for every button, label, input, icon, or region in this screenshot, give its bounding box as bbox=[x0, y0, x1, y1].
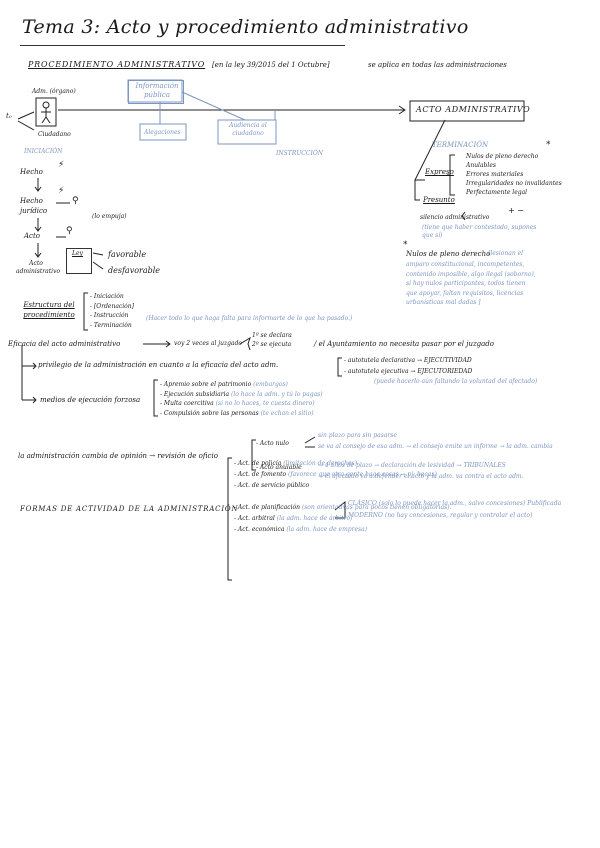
clasico-label: CLÁSICO (solo lo puede hacer la adm., sa… bbox=[348, 500, 561, 507]
acto-nulo-label: - Acto nulo bbox=[256, 440, 289, 447]
expreso-item: Irregularidades no invalidantes bbox=[466, 179, 562, 188]
formas-item-note: (limitación de derechos) bbox=[283, 460, 357, 467]
ciudadano-label: Ciudadano bbox=[38, 131, 71, 138]
estructura-item: - [Ordenación] bbox=[90, 302, 134, 312]
formas-item-text: - Act. económica bbox=[234, 526, 284, 533]
autotutela-declarativa: - autotutela declarativa → EJECUTIVIDAD bbox=[344, 357, 472, 364]
juzgado-label: voy 2 veces al juzgado bbox=[174, 340, 242, 347]
medios-item-note: (te echan el sitio) bbox=[261, 410, 314, 417]
favorable-label: favorable bbox=[108, 250, 146, 259]
alegaciones-label: Alegaciones bbox=[144, 129, 181, 136]
moderno-label: MODERNO (no hay concesiones, regular y c… bbox=[348, 512, 532, 519]
formas-item-text: - Act. de planificación bbox=[234, 504, 300, 511]
medios-item: - Multa coercitiva (si no lo haces, te c… bbox=[160, 399, 323, 409]
ley-label: Ley bbox=[72, 250, 83, 257]
formas-label: FORMAS DE ACTIVIDAD DE LA ADMINISTRACIÓN bbox=[20, 505, 238, 513]
step2-label: 2º se ejecuta bbox=[252, 341, 291, 348]
nulos-line: urbanísticas mal dadas ] bbox=[406, 298, 536, 308]
plus-minus-icon: + − bbox=[508, 206, 524, 215]
formas-item-note: (la adm. hace de árbitro) bbox=[277, 515, 353, 522]
nulos-line: si hay nulos participantes, todos tienen bbox=[406, 279, 536, 289]
eficacia-label: Eficacia del acto administrativo bbox=[8, 340, 120, 348]
medios-label: medios de ejecución forzosa bbox=[40, 396, 140, 404]
nulo-line2: se va al consejo de esa adm. → el consej… bbox=[318, 443, 553, 450]
autotutela-ejecutiva: - autotutela ejecutiva → EJECUTORIEDAD bbox=[344, 368, 472, 375]
medios-item: - Apremio sobre el patrimonio (embargos) bbox=[160, 380, 323, 390]
medios-list: - Apremio sobre el patrimonio (embargos)… bbox=[160, 380, 323, 418]
expreso-item: Perfectamente legal bbox=[466, 188, 562, 197]
ayuntamiento-label: / el Ayuntamiento no necesita pasar por … bbox=[314, 340, 494, 348]
nulo-line1: sin plazo para sin pasarse bbox=[318, 432, 397, 439]
medios-item-text: - Ejecución subsidiaria bbox=[160, 391, 229, 398]
expreso-label: Expreso bbox=[425, 168, 454, 176]
estructura-label: Estructura del procedimiento bbox=[16, 300, 82, 320]
revision-label: la administración cambia de opinión → re… bbox=[18, 452, 218, 460]
acto-admin-label: Acto administrativo bbox=[16, 260, 56, 276]
nulos-line: [lesionan el bbox=[488, 250, 523, 257]
medios-item-note: (lo hace la adm. y tú lo pagas) bbox=[231, 391, 323, 398]
nulos-line: que apoyar, faltan requisitos, licencias bbox=[406, 289, 536, 299]
audiencia-label: Audiencia al ciudadano bbox=[222, 122, 274, 138]
formas-item-text: - Act. de policía bbox=[234, 460, 281, 467]
silencio-note: (tiene que haber contestado, supones que… bbox=[422, 224, 542, 240]
nulos-line: contenido imposible, algo ilegal (soborn… bbox=[406, 270, 536, 280]
estructura-list: - Iniciación - [Ordenación] - Instrucció… bbox=[90, 292, 134, 330]
formas-list: - Act. de policía (limitación de derecho… bbox=[234, 458, 451, 535]
autotutela-note: (puede hacerlo aún faltando la voluntad … bbox=[374, 378, 537, 385]
lightning-icon: ⚡ bbox=[58, 186, 64, 196]
medios-item-note: (si no lo haces, te cuesta dinero) bbox=[216, 400, 315, 407]
expreso-list: Nulos de pleno derecho Anulables Errores… bbox=[466, 152, 562, 197]
step1-label: 1º se declara bbox=[252, 332, 292, 339]
nulos-line: amparo constitucional, incompetentes, bbox=[406, 260, 536, 270]
medios-item-text: - Multa coercitiva bbox=[160, 400, 214, 407]
acto-admin-box-label: ACTO ADMINISTRATIVO bbox=[416, 105, 530, 114]
person-push-icon: ⚲ bbox=[66, 226, 73, 236]
medios-item: - Compulsión sobre las personas (te echa… bbox=[160, 409, 323, 419]
formas-item-text: - Act. de servicio público bbox=[234, 482, 309, 489]
iniciacion-label: INICIACIÓN bbox=[24, 148, 62, 155]
nulos-label: Nulos de pleno derecho bbox=[406, 250, 490, 258]
estructura-item: - Instrucción bbox=[90, 311, 134, 321]
lightning-icon: ⚡ bbox=[58, 160, 64, 170]
estructura-note: (Hacer todo lo que haga falta para infor… bbox=[146, 315, 352, 322]
hecho-label: Hecho bbox=[20, 168, 43, 176]
nulos-details: amparo constitucional, incompetentes, co… bbox=[406, 260, 536, 308]
terminacion-label: TERMINACIÓN bbox=[432, 141, 488, 149]
medios-item: - Ejecución subsidiaria (lo hace la adm.… bbox=[160, 390, 323, 400]
formas-item-text: - Act. arbitral bbox=[234, 515, 275, 522]
medios-item-text: - Compulsión sobre las personas bbox=[160, 410, 259, 417]
estructura-item: - Iniciación bbox=[90, 292, 134, 302]
formas-item-note: (favorece que otra gente haga cosas → pj… bbox=[288, 471, 437, 478]
organo-label: Adm. (órgano) bbox=[32, 88, 76, 95]
formas-item-text: - Act. de fomento bbox=[234, 471, 286, 478]
expreso-item: Errores materiales bbox=[466, 170, 562, 179]
instruccion-label: INSTRUCCIÓN bbox=[276, 150, 323, 157]
asterisk-icon: * bbox=[403, 240, 408, 250]
estructura-item: - Terminación bbox=[90, 321, 134, 331]
person-icon: ⚲ bbox=[72, 196, 79, 206]
t0-label: t₀ bbox=[6, 112, 12, 120]
medios-item-text: - Apremio sobre el patrimonio bbox=[160, 381, 251, 388]
formas-item: - Act. de policía (limitación de derecho… bbox=[234, 458, 451, 469]
presunto-label: Presunto bbox=[423, 196, 455, 204]
expreso-item: Nulos de pleno derecho bbox=[466, 152, 562, 161]
asterisk-icon: * bbox=[546, 140, 551, 150]
info-publica-label: Información pública bbox=[133, 82, 181, 100]
person-body bbox=[41, 108, 51, 123]
medios-item-note: (embargos) bbox=[253, 381, 288, 388]
person-head bbox=[43, 102, 49, 108]
hecho-juridico-label: Hecho jurídico bbox=[20, 196, 54, 216]
privilegio-label: privilegio de la administración en cuant… bbox=[38, 361, 278, 369]
formas-item: - Act. de fomento (favorece que otra gen… bbox=[234, 469, 451, 480]
expreso-item: Anulables bbox=[466, 161, 562, 170]
silencio-label: silencio administrativo bbox=[420, 214, 489, 221]
formas-item: - Act. económica (la adm. hace de empres… bbox=[234, 524, 451, 535]
acto-label: Acto bbox=[24, 232, 40, 240]
desfavorable-label: desfavorable bbox=[108, 266, 160, 275]
empuja-note: (lo empuja) bbox=[92, 213, 127, 220]
formas-item: - Act. de servicio público bbox=[234, 480, 451, 491]
formas-item-note: (la adm. hace de empresa) bbox=[286, 526, 367, 533]
